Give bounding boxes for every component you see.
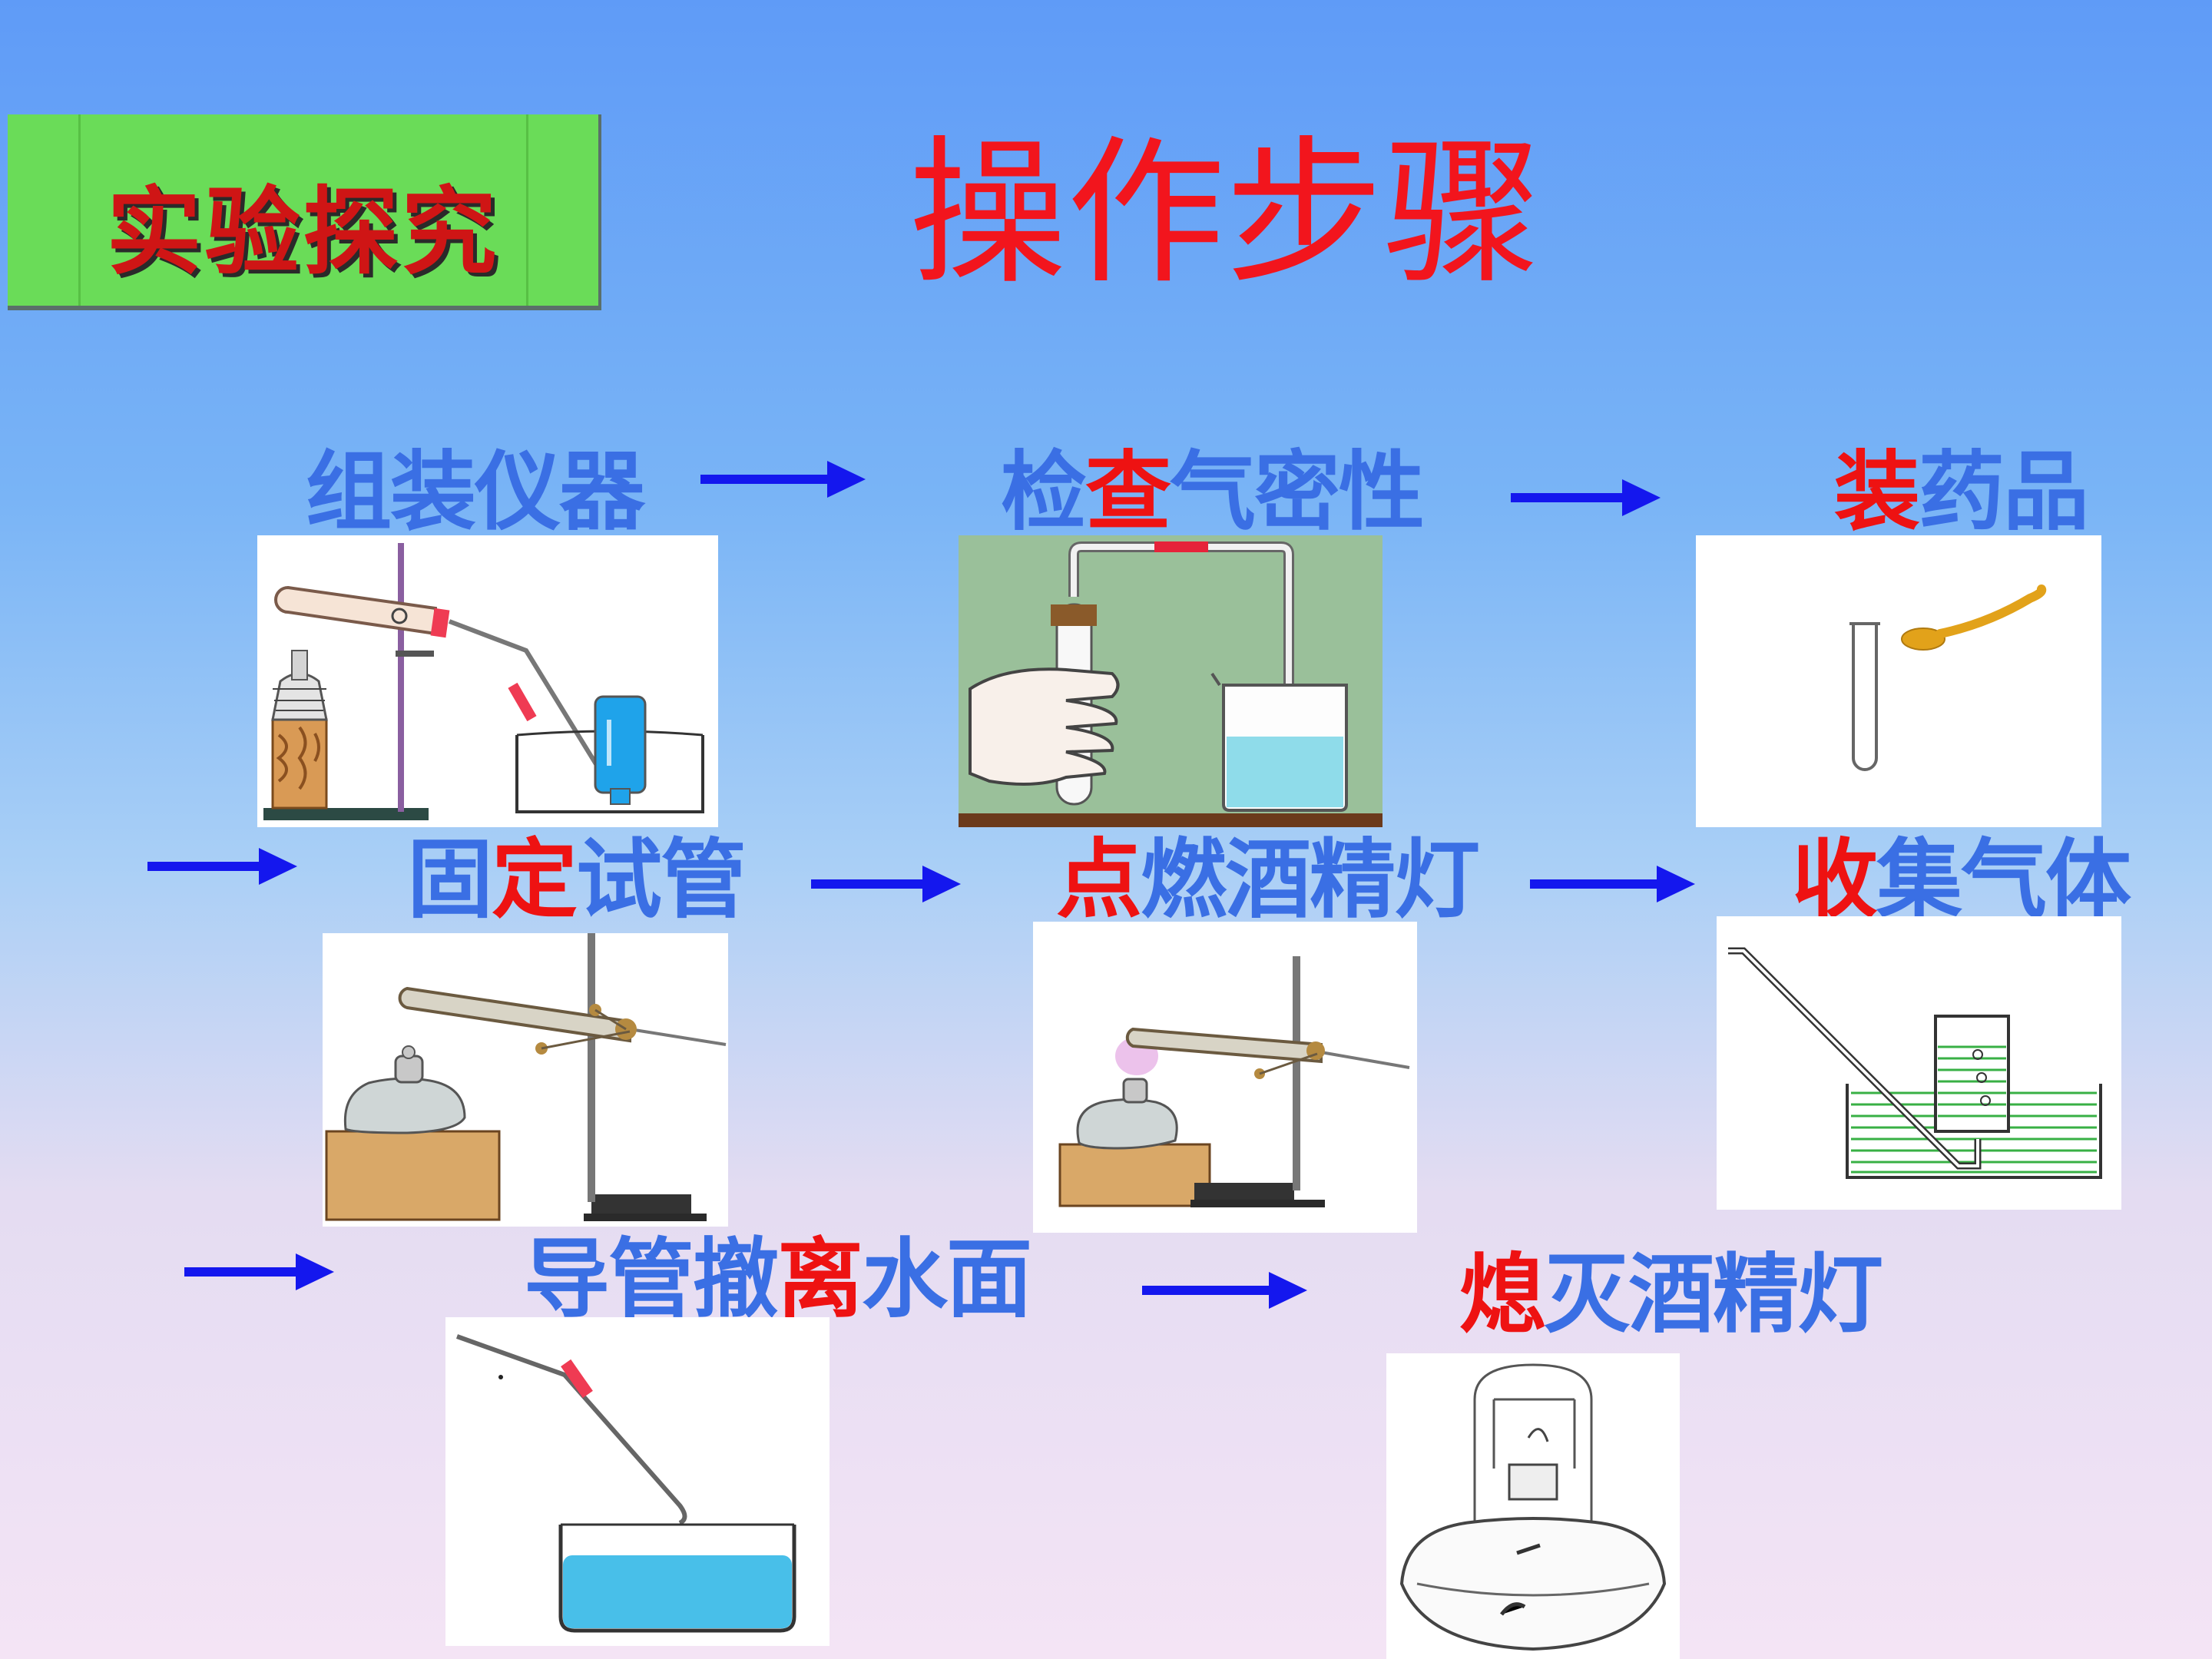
check-airtightness-illustration xyxy=(959,535,1382,827)
badge-label: 实验探究 xyxy=(106,177,500,288)
arrow-icon xyxy=(700,461,866,498)
step-label-load-chemicals: 装药品 xyxy=(1834,442,2089,542)
arrow-icon xyxy=(811,866,961,902)
arrow-icon xyxy=(1511,479,1661,516)
step-label-remove-tube: 导管撤离水面 xyxy=(524,1230,1032,1330)
arrow-icon xyxy=(184,1253,334,1290)
section-badge: 实验探究 xyxy=(8,114,601,310)
step-label-fix-tube: 固定试管 xyxy=(407,830,747,930)
arrow-icon xyxy=(1530,866,1695,902)
light-alcohol-lamp-illustration xyxy=(1033,922,1417,1233)
fix-test-tube-illustration xyxy=(323,933,728,1227)
step-label-assemble: 组装仪器 xyxy=(306,442,645,542)
badge-divider xyxy=(78,114,81,306)
collect-gas-illustration xyxy=(1717,916,2121,1210)
step-label-light-lamp: 点燃酒精灯 xyxy=(1056,830,1480,930)
remove-tube-from-water-illustration xyxy=(445,1317,830,1646)
step-label-check-airtight: 检查气密性 xyxy=(1001,442,1425,542)
step-label-collect-gas: 收集气体 xyxy=(1792,830,2131,930)
arrow-icon xyxy=(147,848,297,885)
arrow-icon xyxy=(1142,1272,1307,1309)
badge-divider xyxy=(526,114,528,306)
step-label-extinguish-lamp: 熄灭酒精灯 xyxy=(1459,1245,1883,1345)
load-chemicals-illustration xyxy=(1696,535,2101,827)
assemble-apparatus-illustration xyxy=(257,535,718,827)
page-title: 操作步骤 xyxy=(908,121,1541,306)
extinguish-lamp-illustration xyxy=(1386,1353,1680,1659)
